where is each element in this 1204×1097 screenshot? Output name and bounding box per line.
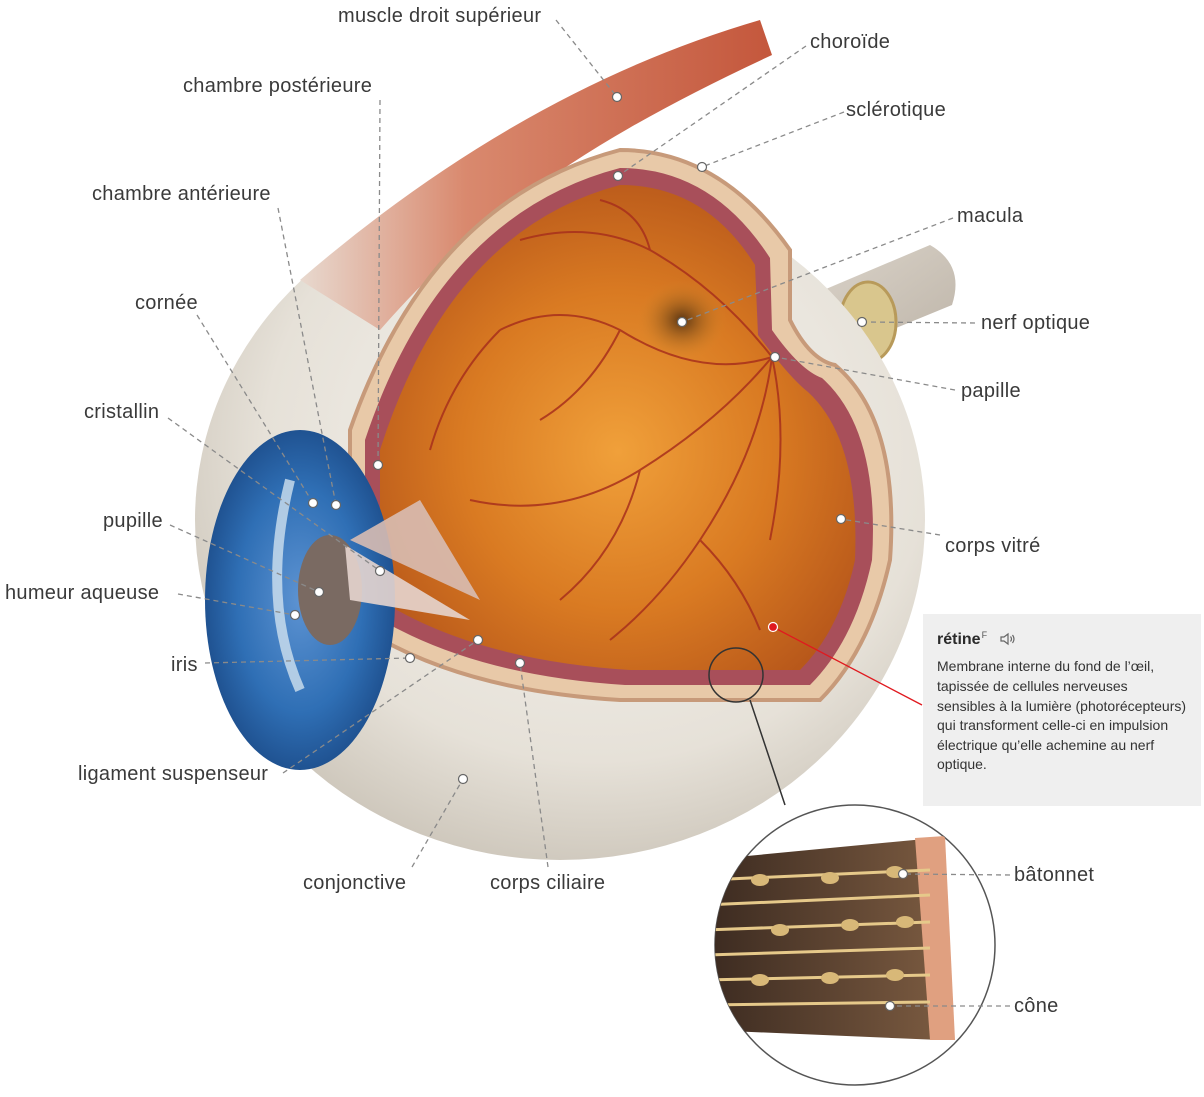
card-title: rétine [937,631,981,649]
label-muscle-droit-superieur: muscle droit supérieur [338,5,542,27]
label-macula: macula [957,205,1024,227]
label-pupille: pupille [103,510,163,532]
retine-info-card: rétineF Membrane interne du fond de l’œi… [923,614,1201,806]
label-corps-ciliaire: corps ciliaire [490,872,606,894]
label-choroide: choroïde [810,31,891,53]
label-batonnet: bâtonnet [1014,864,1095,886]
label-cornee: cornée [135,292,198,314]
label-conjonctive: conjonctive [303,872,407,894]
label-cristallin: cristallin [84,401,160,423]
label-nerf-optique: nerf optique [981,312,1091,334]
label-corps-vitre: corps vitré [945,535,1041,557]
label-papille: papille [961,380,1021,402]
label-chambre-anterieure: chambre antérieure [92,183,271,205]
card-superscript: F [981,630,988,640]
retina-zoom-inset [714,804,996,1086]
label-chambre-posterieure: chambre postérieure [183,75,373,97]
label-sclerotique: sclérotique [846,99,947,121]
label-cone: cône [1014,995,1059,1017]
label-humeur-aqueuse: humeur aqueuse [5,582,160,604]
label-iris: iris [171,654,198,676]
zoom-connector [749,699,786,806]
retina-zoom-source [708,647,764,703]
label-ligament-suspenseur: ligament suspenseur [78,763,269,785]
macula-spot [637,280,727,360]
card-description: Membrane interne du fond de l’œil, tapis… [937,658,1187,773]
lens-shape [350,500,480,600]
speaker-icon[interactable] [999,632,1016,651]
